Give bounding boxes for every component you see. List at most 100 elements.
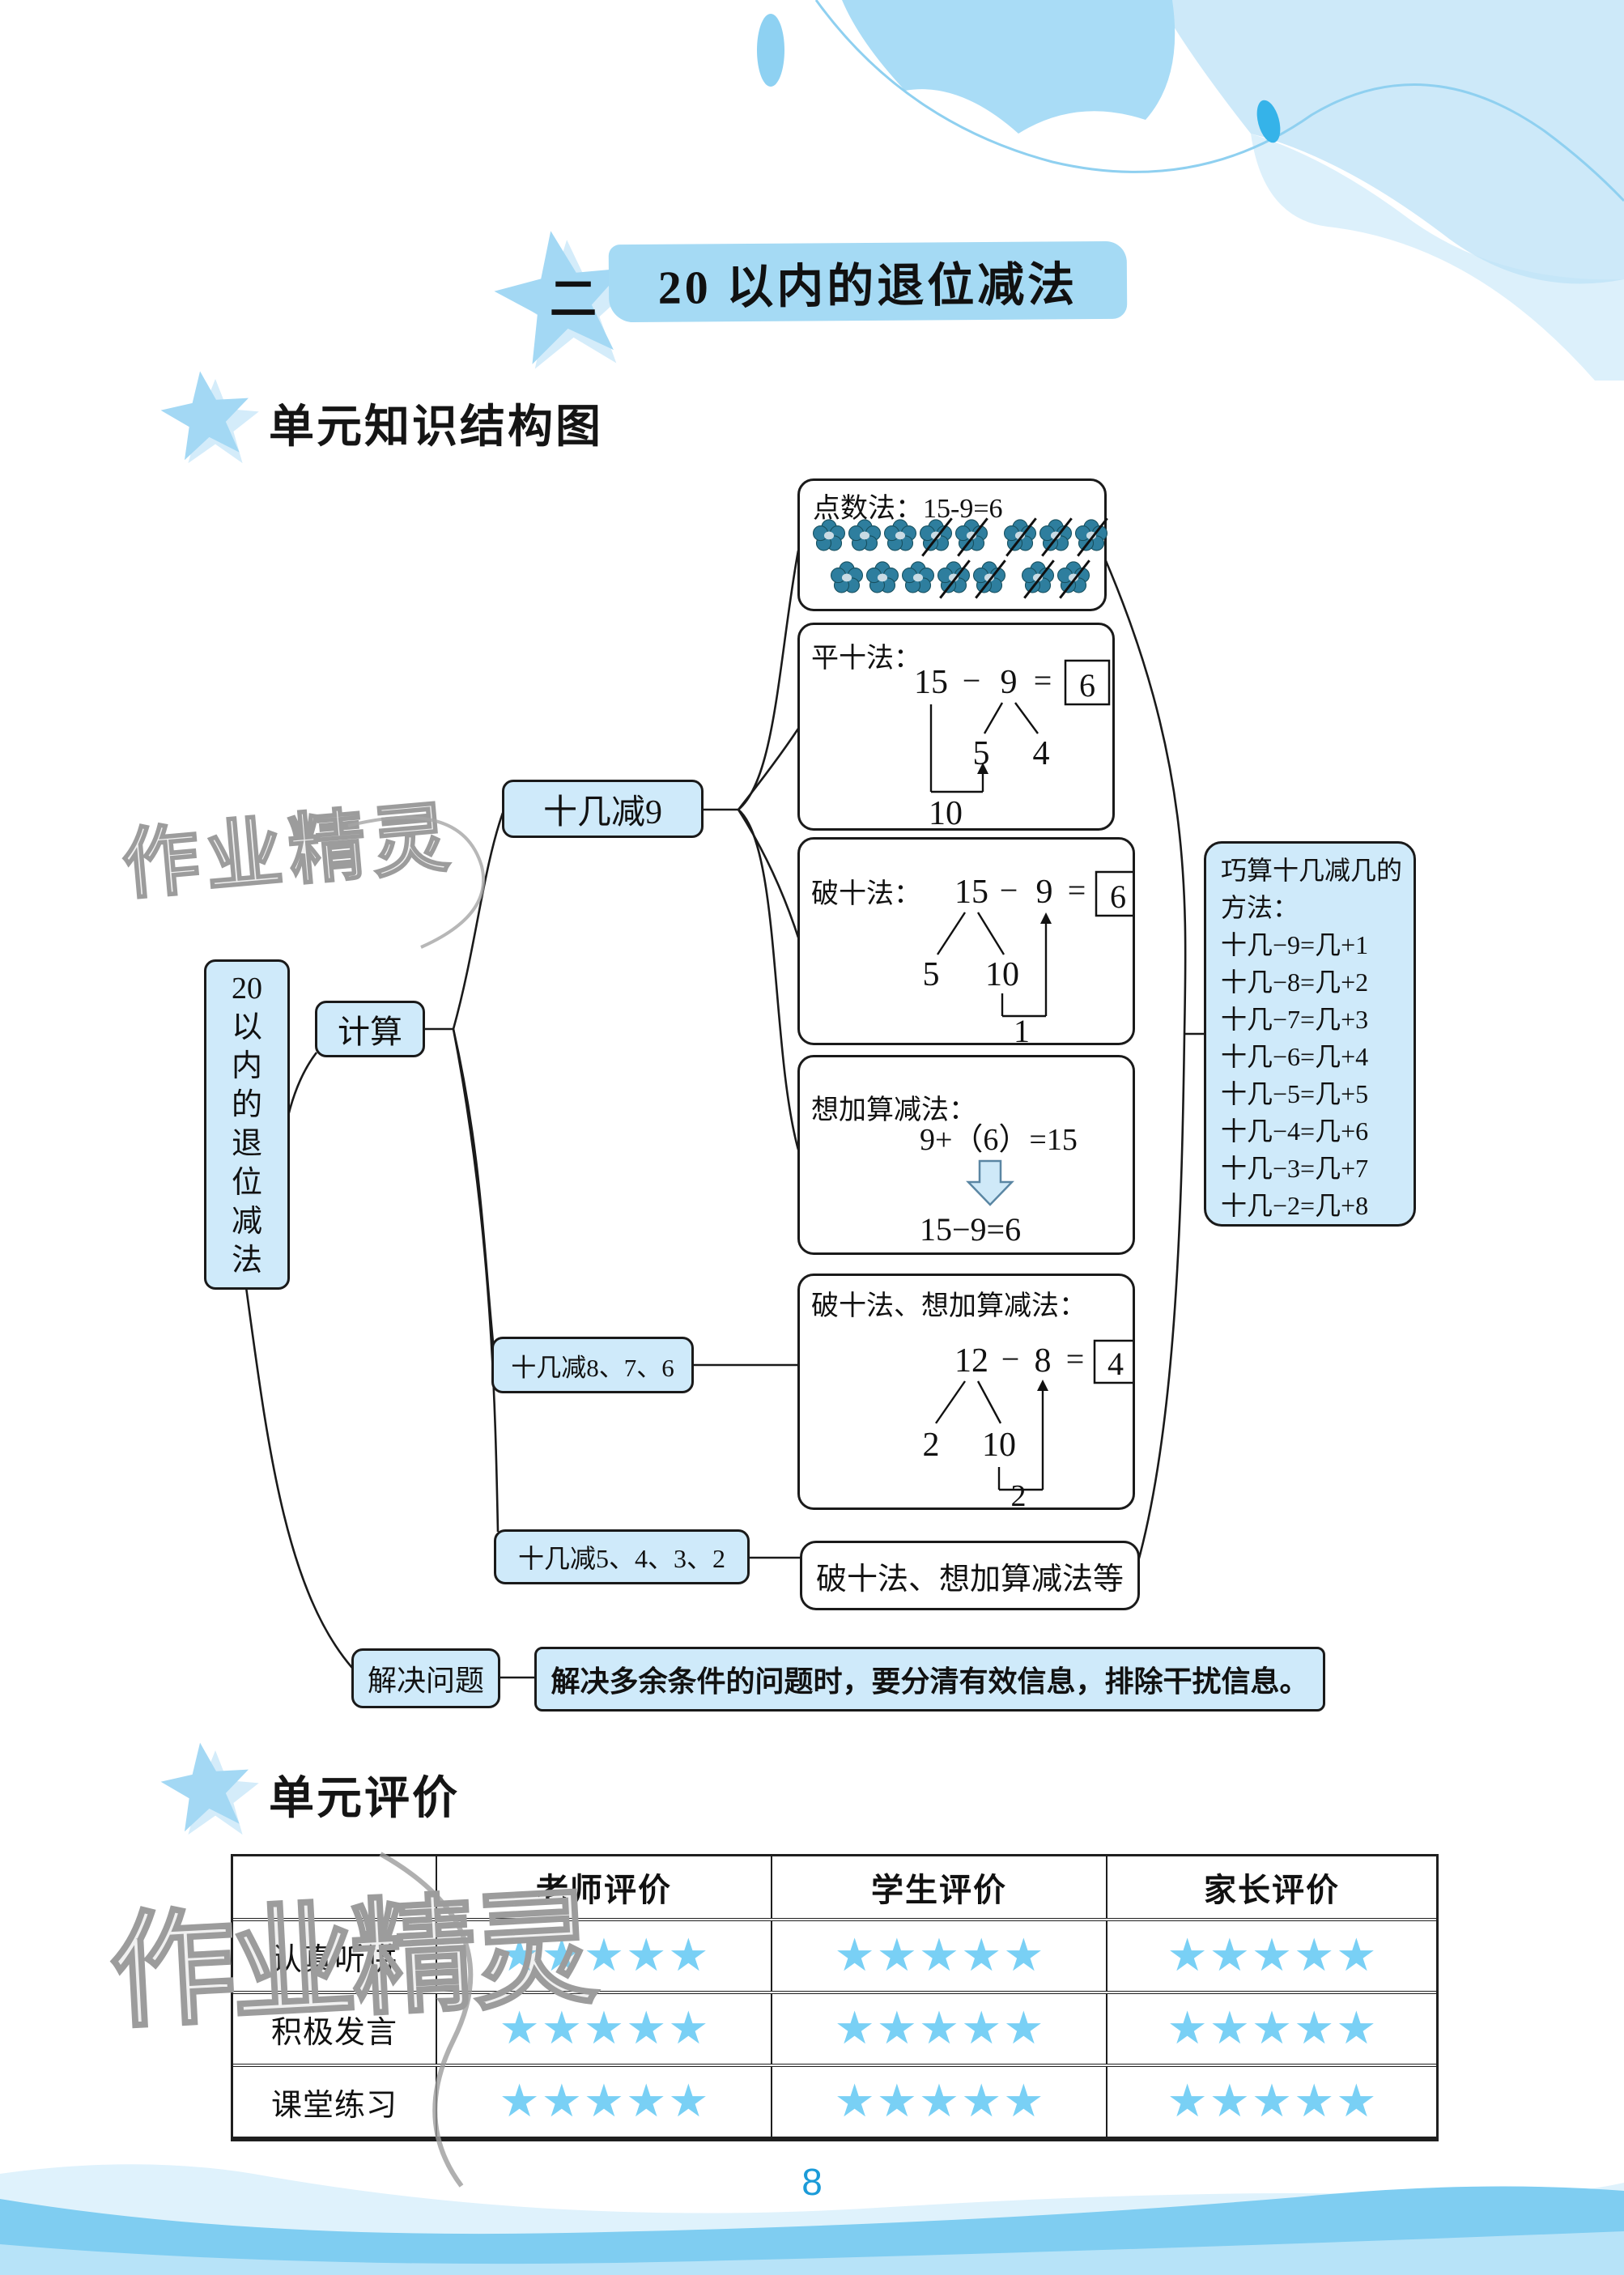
flower-crossed-icon — [936, 560, 971, 597]
answer-box — [1095, 870, 1133, 917]
break-add-part-left: 2 — [923, 1427, 940, 1464]
root-node-char: 20 — [231, 972, 262, 1006]
star-icon: ★ — [834, 2075, 875, 2128]
root-node-char: 的 — [231, 1088, 262, 1122]
star-icon: ★ — [876, 2075, 917, 2128]
level-ten-diagram: 平十法： 15 − 9 = 6 5 4 10 — [811, 643, 1111, 828]
tips-rule: 十几−8=几+2 — [1221, 967, 1369, 997]
star-icon: ★ — [1167, 1929, 1208, 1982]
rating-cell[interactable]: ★★★★★ — [1106, 1994, 1436, 2064]
tips-rule: 十几−4=几+6 — [1221, 1116, 1369, 1146]
top-wave-light — [1158, 0, 1624, 284]
flower-icon — [865, 560, 900, 597]
blue-dot-small — [757, 14, 784, 87]
tips-rule: 十几−5=几+5 — [1221, 1079, 1369, 1108]
level-ten-method-box: 平十法： 15 − 9 = 6 5 4 10 — [797, 623, 1115, 831]
rating-cell[interactable]: ★★★★★ — [771, 2067, 1106, 2137]
break-ten-answer: 6 — [1110, 878, 1126, 915]
add-think-diagram: 想加算减法： 9+（6）=15 15−9=6 — [811, 1095, 1078, 1248]
star-icon: ★ — [1003, 1929, 1044, 1982]
level-ten-subtrahend: 9 — [1001, 664, 1018, 701]
calc-node-label: 计算 — [338, 1014, 402, 1050]
star-icon: ★ — [961, 1929, 1002, 1982]
flower-icon — [882, 518, 918, 555]
flower-crossed-icon — [1020, 560, 1056, 597]
solve-tip-text: 解决多余条件的问题时，要分清有效信息，排除干扰信息。 — [551, 1665, 1309, 1698]
table-row: 积极发言 ★★★★★ ★★★★★ ★★★★★ — [233, 1991, 1436, 2064]
rating-cell[interactable]: ★★★★★ — [771, 1994, 1106, 2064]
star-icon: ★ — [1167, 2075, 1208, 2128]
add-think-method-box: 想加算减法： 9+（6）=15 15−9=6 — [797, 1055, 1135, 1255]
structure-section-heading: 单元知识结构图 — [269, 401, 603, 452]
break-ten-label: 破十法： — [811, 878, 921, 909]
star-icon: ★ — [1167, 2002, 1208, 2055]
minus-sign: − — [1000, 872, 1018, 908]
break-ten-part-left: 5 — [923, 956, 940, 993]
star-icon: ★ — [583, 2075, 625, 2128]
break-add-diagram: 破十法、想加算减法： 12 − 8 = 4 2 10 2 — [811, 1291, 1133, 1507]
star-icon: ★ — [961, 2002, 1002, 2055]
level-ten-part-right: 4 — [1033, 735, 1050, 772]
star-icon: ★ — [626, 1929, 667, 1982]
solve-node-label: 解决问题 — [367, 1665, 484, 1697]
solve-node: 解决问题 — [351, 1648, 500, 1708]
star-icon: ★ — [541, 2075, 582, 2128]
arrow-up-icon — [1037, 1380, 1048, 1391]
break-ten-method-box: 破十法： 15 − 9 = 6 5 10 1 — [797, 837, 1135, 1045]
rating-cell[interactable]: ★★★★★ — [436, 1921, 771, 1991]
star-icon: ★ — [918, 1929, 960, 1982]
tips-rule: 十几−3=几+7 — [1221, 1154, 1369, 1183]
add-think-label: 想加算减法： — [811, 1095, 976, 1125]
level-ten-ten: 10 — [929, 795, 963, 828]
root-node-char: 位 — [231, 1166, 262, 1200]
star-icon: ★ — [1336, 2075, 1377, 2128]
tips-rule: 十几−7=几+3 — [1221, 1005, 1369, 1034]
minus-sign: − — [963, 662, 981, 699]
top-wave-soft — [1251, 134, 1624, 381]
star-icon: ★ — [1209, 2075, 1250, 2128]
star-icon: ★ — [1251, 2002, 1293, 2055]
equals-sign: = — [1068, 872, 1086, 908]
rating-cell[interactable]: ★★★★★ — [1106, 1921, 1436, 1991]
header-parent: 家长评价 — [1106, 1856, 1436, 1918]
unit-number: 二 — [549, 273, 597, 325]
star-icon: ★ — [918, 2075, 960, 2128]
root-node-char: 法 — [231, 1244, 262, 1278]
tips-title-line1: 巧算十几减几的 — [1221, 856, 1403, 885]
star-icon: ★ — [668, 2075, 709, 2128]
tips-rule: 十几−6=几+4 — [1221, 1042, 1369, 1071]
star-icon: ★ — [1003, 2075, 1044, 2128]
rating-cell[interactable]: ★★★★★ — [1106, 2067, 1436, 2137]
answer-box — [1093, 1339, 1133, 1384]
flower-icon — [811, 518, 847, 555]
row-label: 认真听讲 — [270, 1942, 397, 1977]
break-add-part-right: 10 — [982, 1427, 1016, 1464]
dots-method-box: 点数法：15-9=6 — [797, 478, 1109, 611]
minus5432-node-label: 十几减5、4、3、2 — [517, 1544, 725, 1573]
evaluation-header-row: 老师评价 学生评价 家长评价 — [233, 1856, 1436, 1918]
equals-sign: = — [1034, 662, 1052, 699]
star-icon: ★ — [499, 1929, 540, 1982]
break-add-etc-text: 破十法、想加算减法等 — [815, 1562, 1124, 1597]
flower-crossed-icon — [1038, 518, 1073, 555]
star-icon: ★ — [876, 1929, 917, 1982]
flower-icon — [829, 560, 865, 597]
root-node-char: 内 — [231, 1049, 262, 1083]
rating-cell[interactable]: ★★★★★ — [436, 1994, 771, 2064]
flower-rows — [811, 518, 1109, 602]
minus876-node: 十几减8、7、6 — [491, 1337, 694, 1393]
bottom-wave-decoration — [0, 2164, 1624, 2275]
break-add-subtrahend: 8 — [1035, 1342, 1052, 1380]
top-wave-decoration — [757, 0, 1624, 381]
minus-sign: − — [1001, 1341, 1020, 1377]
row-label: 课堂练习 — [270, 2088, 397, 2123]
tips-box: 巧算十几减几的 方法： 十几−9=几+1 十几−8=几+2 十几−7=几+3 十… — [1204, 841, 1416, 1227]
minus9-node-label: 十几减9 — [542, 793, 662, 831]
star-icon: ★ — [1294, 2002, 1335, 2055]
rating-cell[interactable]: ★★★★★ — [771, 1921, 1106, 1991]
add-think-line2: 15−9=6 — [920, 1211, 1021, 1248]
